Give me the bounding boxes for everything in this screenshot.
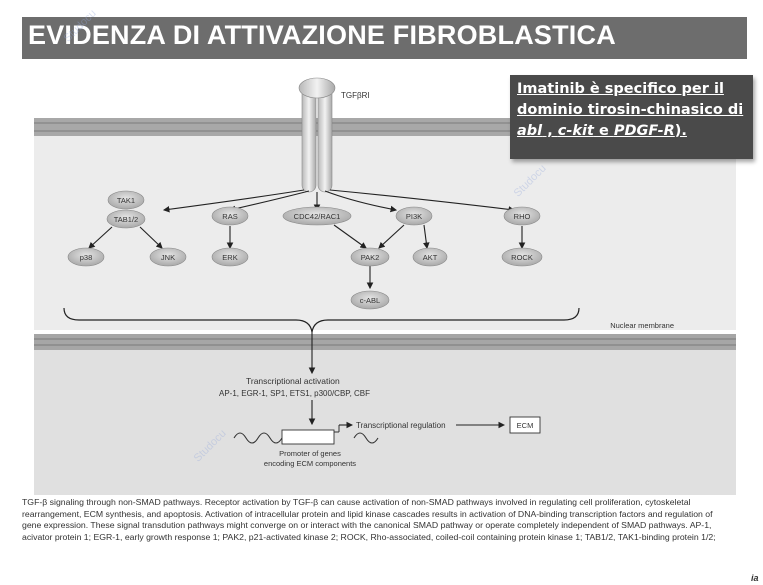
callout-sep: , (542, 123, 558, 139)
callout-line-2: dominio tirosin-chinasico di (517, 102, 744, 118)
node-rock: ROCK (501, 247, 543, 267)
tgf-beta-receptor (298, 77, 336, 193)
svg-text:TAK1: TAK1 (117, 196, 135, 205)
side-mark: ia (751, 573, 759, 583)
imatinib-callout-text: Imatinib è specifico per il dominio tiro… (517, 79, 751, 142)
node-akt: AKT (412, 247, 448, 267)
node-pi3k: PI3K (395, 206, 433, 226)
svg-text:CDC42/RAC1: CDC42/RAC1 (294, 212, 341, 221)
dna-strand (233, 432, 379, 444)
svg-text:ERK: ERK (222, 253, 237, 262)
svg-text:c-ABL: c-ABL (360, 296, 380, 305)
promoter-box (281, 429, 335, 445)
node-jnk: JNK (149, 247, 187, 267)
nucleus-region (34, 348, 736, 495)
node-rho: RHO (503, 206, 541, 226)
callout-c-kit: c-kit (557, 123, 594, 139)
promoter-label-line1: Promoter of genes (279, 449, 341, 458)
svg-text:AKT: AKT (423, 253, 438, 262)
svg-text:PAK2: PAK2 (361, 253, 380, 262)
callout-end: ). (674, 123, 687, 139)
svg-text:RHO: RHO (514, 212, 531, 221)
nuclear-membrane-label: Nuclear membrane (610, 321, 674, 330)
second-level-arrows (88, 224, 526, 290)
svg-text:PI3K: PI3K (406, 212, 422, 221)
imatinib-callout-box (510, 75, 753, 159)
callout-and: e (593, 123, 614, 139)
title-bar (22, 17, 747, 59)
nuclear-membrane-pattern (34, 338, 736, 346)
figure-caption: TGF-β signaling through non-SMAD pathway… (22, 497, 716, 542)
node-erk: ERK (211, 247, 249, 267)
node-p38: p38 (67, 247, 105, 267)
node-c-abl: c-ABL (350, 290, 390, 310)
transcription-factors: AP-1, EGR-1, SP1, ETS1, p300/CBP, CBF (219, 389, 370, 398)
svg-text:TAB1/2: TAB1/2 (114, 215, 138, 224)
svg-text:JNK: JNK (161, 253, 175, 262)
slide-title: EVIDENZA DI ATTIVAZIONE FIBROBLASTICA (28, 20, 616, 50)
node-pak2: PAK2 (350, 247, 390, 267)
transcription-title: Transcriptional activation (246, 376, 340, 386)
promoter-label-line2: encoding ECM components (264, 459, 356, 468)
svg-text:p38: p38 (80, 253, 93, 262)
node-ras: RAS (211, 206, 249, 226)
node-cdc42-rac1: CDC42/RAC1 (282, 206, 352, 226)
receptor-label: TGFβRI (341, 91, 370, 100)
svg-text:ROCK: ROCK (511, 253, 533, 262)
callout-line-1: Imatinib è specifico per il (517, 81, 724, 97)
ecm-label: ECM (517, 421, 534, 430)
callout-abl: abl (517, 123, 543, 139)
node-tak1: TAK1 (107, 190, 145, 210)
nuclear-membrane (34, 334, 736, 350)
callout-pdgf-r: PDGF-R (613, 123, 675, 139)
svg-text:RAS: RAS (222, 212, 237, 221)
ecm-box (509, 416, 541, 434)
transcriptional-regulation-label: Transcriptional regulation (356, 421, 446, 430)
node-tab12: TAB1/2 (106, 209, 146, 229)
callout-line-3: abl , c-kit e PDGF-R). (517, 121, 751, 142)
